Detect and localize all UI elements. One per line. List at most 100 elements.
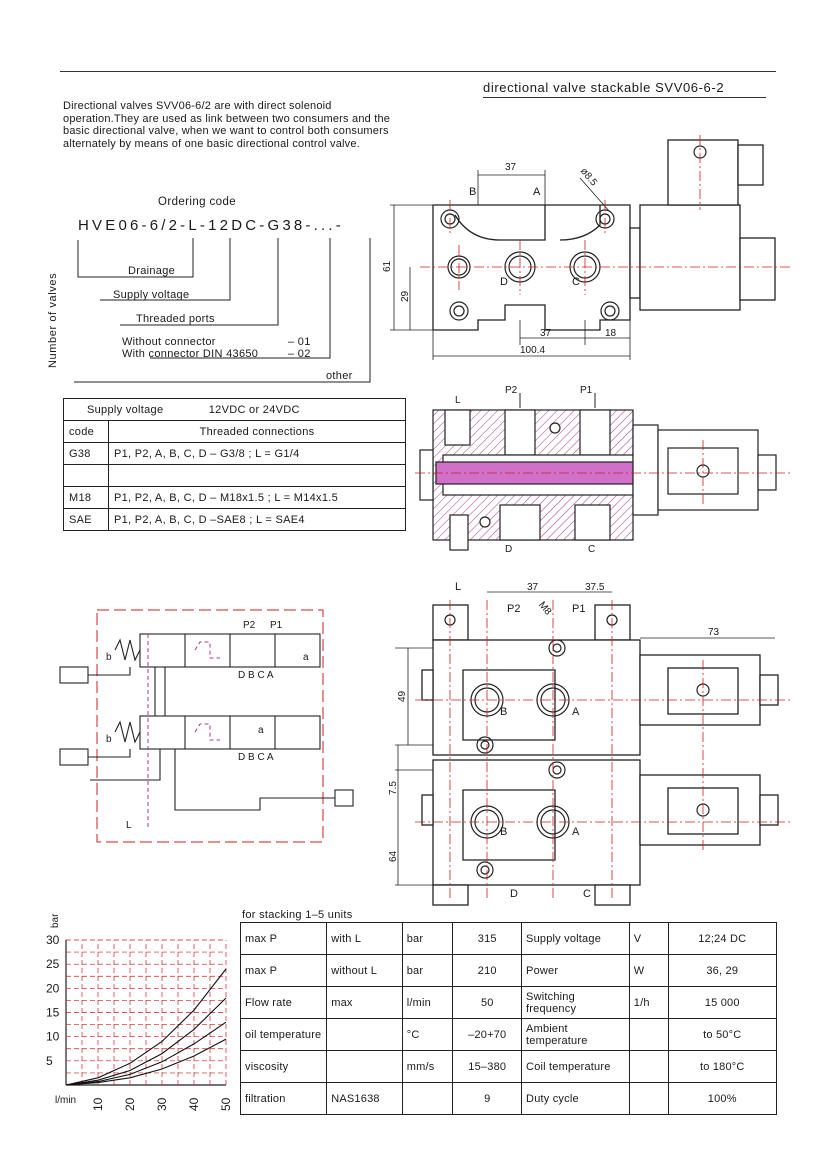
chart-y-tick: 10 — [46, 1030, 60, 1044]
port-c: C — [572, 276, 580, 288]
spec-cell: Duty cycle — [521, 1082, 630, 1115]
plan-centerlines — [415, 600, 790, 900]
port-a: A — [533, 186, 541, 198]
schem-ports1: D B C A — [238, 670, 274, 681]
dim-100: 100.4 — [520, 345, 545, 356]
spec-cell — [628, 1082, 669, 1115]
spec-cell: Switching frequency — [521, 986, 630, 1019]
spec-cell: viscosity — [239, 1050, 328, 1083]
spec-cell — [326, 1018, 403, 1051]
dim-dia: ø8.5 — [578, 166, 600, 189]
spec-cell: Supply voltage — [521, 922, 630, 955]
spec-cell: max — [326, 986, 403, 1019]
plan-375: 37.5 — [585, 582, 605, 593]
chart-series-line — [65, 997, 227, 1086]
spec-cell: to 50°C — [667, 1018, 778, 1051]
row-desc — [108, 464, 406, 487]
spec-cell: 50 — [452, 986, 523, 1019]
chart-y-tick: 5 — [46, 1054, 53, 1068]
plan-dims — [395, 591, 775, 886]
supply-row: Supply voltage 12VDC or 24VDC — [63, 398, 406, 421]
spec-cell: Coil temperature — [521, 1050, 630, 1083]
spec-cell: oil temperature — [239, 1018, 328, 1051]
table-row: G38 P1, P2, A, B, C, D – G3/8 ; L = G1/4 — [63, 442, 406, 465]
spec-cell: Flow rate — [239, 986, 328, 1019]
table-row — [63, 464, 406, 487]
section-c: C — [588, 544, 595, 555]
col-code: code — [63, 420, 109, 443]
chart-y-tick: 20 — [46, 981, 60, 995]
top-view-dims — [390, 170, 631, 360]
without-connector-code: – 01 — [288, 336, 311, 348]
schem-b2: b — [106, 734, 112, 745]
spec-cell — [326, 1050, 403, 1083]
stacking-note: for stacking 1–5 units — [242, 909, 353, 921]
plan-49: 49 — [397, 690, 408, 702]
spec-cell: max P — [239, 922, 328, 955]
row-desc: P1, P2, A, B, C, D – M18x1.5 ; L = M14x1… — [108, 486, 406, 509]
schem-l: L — [126, 820, 132, 831]
plan-l: L — [455, 581, 461, 593]
section-labels: L P2 P1 D C — [455, 385, 595, 555]
top-rule — [60, 71, 776, 72]
without-connector-label: Without connector — [122, 336, 216, 348]
top-view-centerlines — [420, 135, 790, 295]
chart-x-tick: 30 — [155, 1097, 169, 1111]
spec-cell: 100% — [667, 1082, 778, 1115]
spec-cell: 12;24 DC — [667, 922, 778, 955]
top-view-labels: 37 ø8.5 61 29 37 18 100.4 B A D C — [382, 162, 617, 356]
row-code — [63, 464, 109, 487]
chart-series — [65, 968, 227, 1086]
ordering-code: HVE06-6/2-L-12DC-G38-...- — [78, 217, 344, 234]
spec-cell: filtration — [239, 1082, 328, 1115]
schematic-valves — [59, 633, 354, 811]
with-connector-code: – 02 — [288, 348, 311, 360]
ordering-title: Ordering code — [158, 196, 237, 208]
spec-cell — [628, 1018, 669, 1051]
chart-y-tick: 15 — [46, 1006, 60, 1020]
plan-73: 73 — [708, 627, 720, 638]
chart-x-tick: 10 — [91, 1097, 105, 1111]
plan-view — [421, 604, 779, 906]
threaded-ports-label: Threaded ports — [136, 313, 215, 325]
supply-label: Supply voltage — [87, 403, 164, 416]
page-title: directional valve stackable SVV06-6-2 — [483, 80, 725, 95]
row-code: M18 — [63, 486, 109, 509]
spec-cell: 15 000 — [667, 986, 778, 1019]
section-l: L — [455, 395, 461, 406]
plan-b1: B — [500, 706, 507, 718]
chart-grid — [65, 939, 227, 1086]
schematic-pilot — [147, 634, 220, 830]
plan-p2: P2 — [507, 603, 520, 615]
top-view-body — [432, 139, 776, 331]
spec-cell: –20+70 — [452, 1018, 523, 1051]
plan-b2: B — [500, 826, 507, 838]
chart-x-tick: 50 — [219, 1097, 233, 1111]
port-d: D — [500, 276, 508, 288]
plan-a2: A — [572, 826, 580, 838]
schem-b1: b — [106, 652, 112, 663]
supply-voltage-label: Supply voltage — [113, 289, 190, 301]
spec-cell: max P — [239, 954, 328, 987]
ordering-leaders — [74, 238, 371, 383]
section-arrows — [519, 393, 596, 408]
plan-d: D — [510, 888, 518, 900]
plan-ports — [444, 614, 710, 879]
section-p1: P1 — [580, 385, 593, 396]
dim-29: 29 — [400, 290, 411, 302]
chart-x-tick: 20 — [123, 1097, 137, 1111]
schem-p2: P2 — [243, 620, 256, 631]
schematic-labels: P2 P1 b a b a D B C A D B C A L — [106, 620, 309, 831]
spec-cell — [401, 1082, 454, 1115]
spec-cell: °C — [401, 1018, 454, 1051]
schematic-frame — [96, 609, 324, 843]
spec-cell: Ambient temperature — [521, 1018, 630, 1051]
plan-m8: M8 — [536, 600, 554, 618]
intro-text: Directional valves SVV06-6/2 are with di… — [63, 100, 391, 150]
